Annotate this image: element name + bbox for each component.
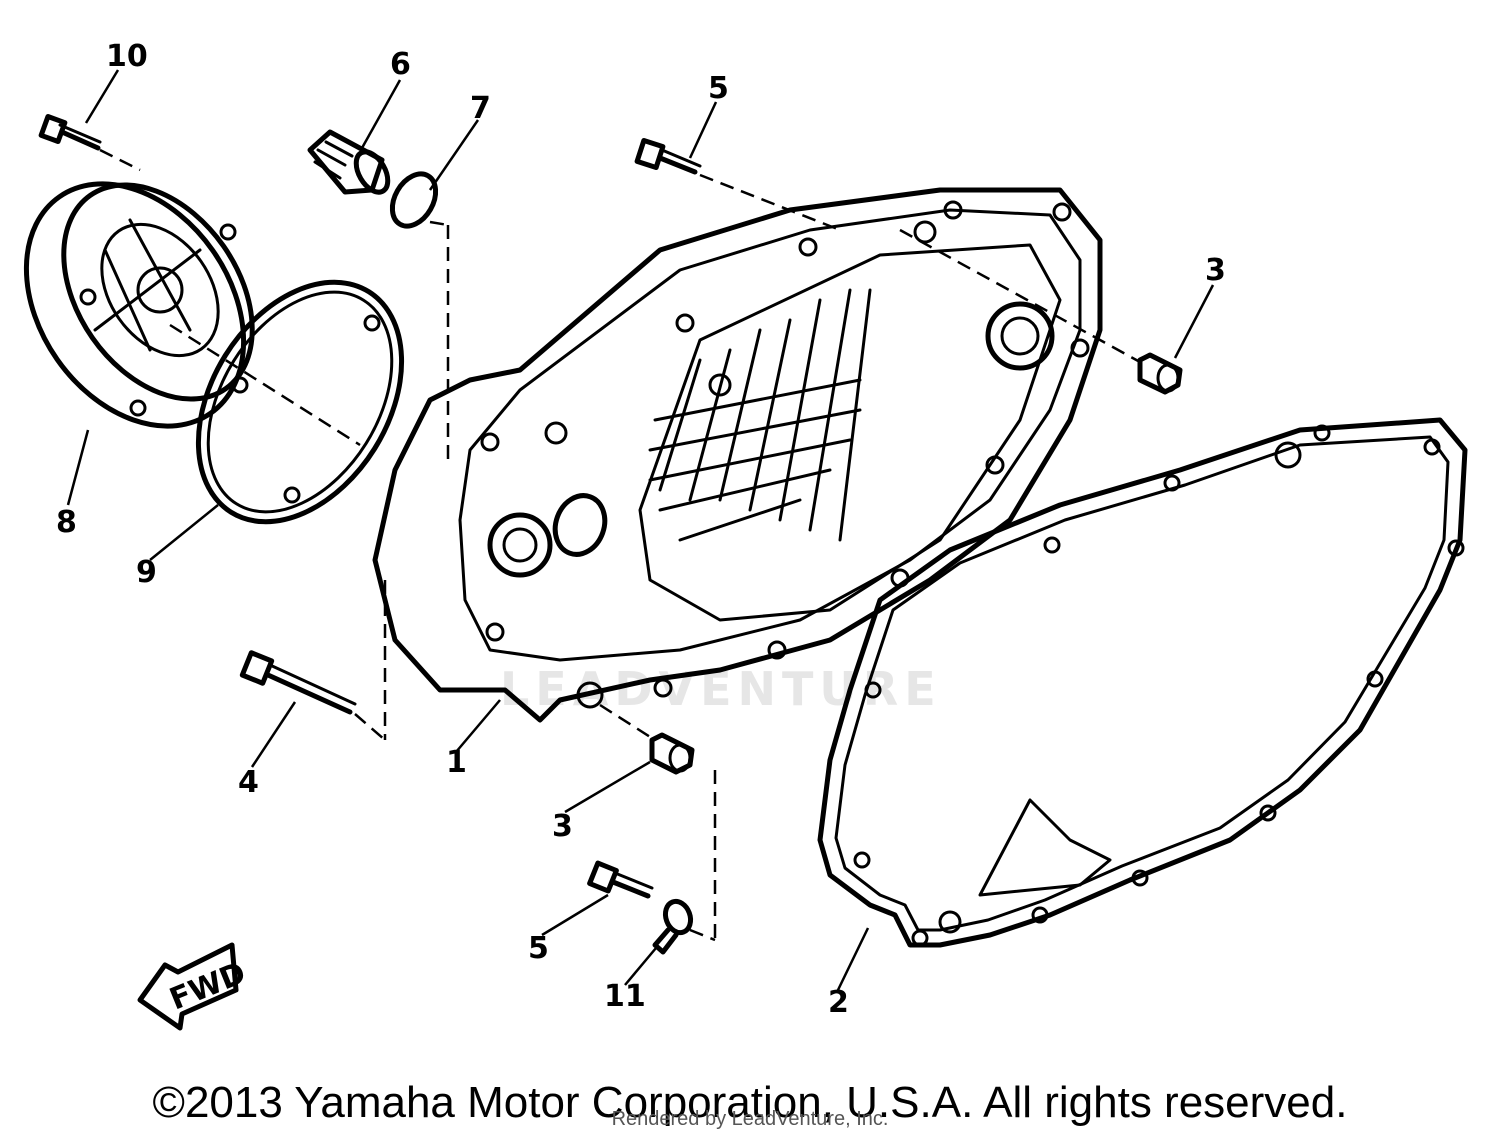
part-5-bolt-top <box>634 137 702 175</box>
copyright-text: ©2013 Yamaha Motor Corporation, U.S.A. A… <box>152 1078 1348 1127</box>
callout-11: 11 <box>604 979 646 1014</box>
callout-5-top: 5 <box>708 71 729 106</box>
callout-7: 7 <box>470 91 491 126</box>
callout-1: 1 <box>446 745 467 780</box>
leader-lines <box>66 69 1215 991</box>
part-1-crankcase-cover <box>372 187 1103 723</box>
callout-9: 9 <box>136 555 157 590</box>
callout-10: 10 <box>106 39 148 74</box>
alignment-lines <box>99 148 1141 942</box>
fwd-label: FWD <box>165 956 251 1018</box>
part-3-dowel-lower <box>649 732 695 775</box>
callout-3-top: 3 <box>1205 253 1226 288</box>
part-2-gasket <box>817 417 1468 948</box>
callout-8: 8 <box>56 505 77 540</box>
part-4-bolt <box>239 650 357 715</box>
part-7-o-ring <box>389 171 439 229</box>
callout-5-lower: 5 <box>528 931 549 966</box>
callout-6: 6 <box>390 47 411 82</box>
rendered-by-text: Rendered by LeadVenture, Inc. <box>611 1108 889 1130</box>
fwd-arrow-icon: FWD <box>137 942 251 1031</box>
part-8-cover <box>23 181 255 429</box>
callout-4: 4 <box>238 765 259 800</box>
callout-3-lower: 3 <box>552 809 573 844</box>
part-9-gasket <box>195 279 405 525</box>
callout-2: 2 <box>828 985 849 1020</box>
part-11-clamp <box>652 898 694 955</box>
part-3-dowel-top <box>1137 352 1183 395</box>
part-5-bolt-lower <box>587 860 654 899</box>
part-6-plug <box>307 129 391 195</box>
part-10-bolt <box>38 114 102 151</box>
